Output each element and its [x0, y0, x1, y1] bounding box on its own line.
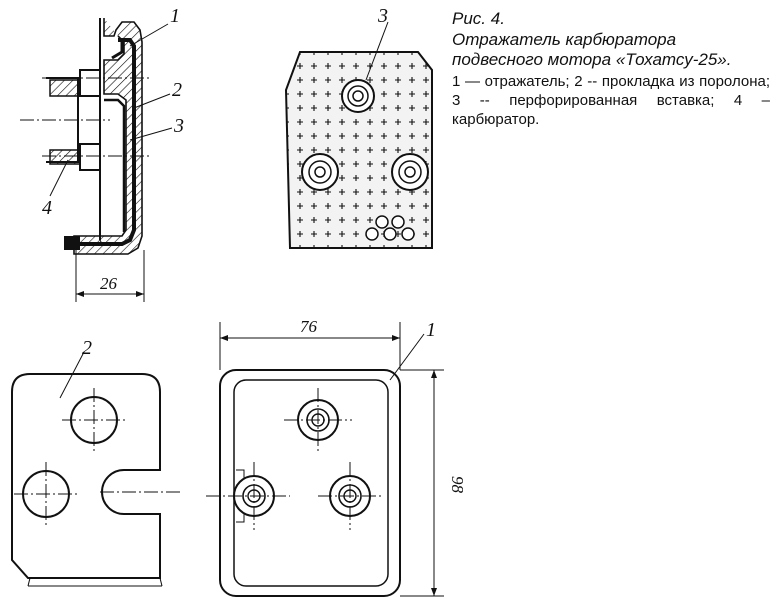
- dimension-width-label: 76: [300, 317, 318, 336]
- callout-1: 1: [170, 5, 180, 27]
- carburetor-section: [46, 18, 103, 245]
- dimension-depth-label: 26: [100, 274, 118, 293]
- dimension-height-label: 98: [448, 476, 467, 494]
- dimension-depth: 26: [75, 250, 145, 302]
- callout-4: 4: [42, 197, 52, 219]
- figure-legend: 1 — отражатель; 2 -- прокладка из пороло…: [452, 73, 770, 128]
- leader-line: [129, 127, 173, 141]
- gasket-section: [64, 18, 143, 255]
- reflector-plan-view: 1 76 98: [206, 317, 467, 597]
- leader-line: [49, 159, 69, 197]
- section-view: 1 2 3 4 26: [20, 5, 184, 302]
- leader-line: [389, 333, 425, 381]
- dimension-width: 76: [219, 317, 401, 370]
- callout-2-gasket: 2: [82, 337, 92, 359]
- perforated-insert-view: 3: [284, 5, 433, 249]
- leader-line: [59, 351, 85, 399]
- dimension-height: 98: [400, 369, 467, 597]
- figure-title: Отражатель карбюратора подвесного мотора…: [452, 30, 732, 69]
- leader-line: [133, 93, 171, 109]
- figure-number: Рис. 4.: [452, 9, 505, 28]
- figure-caption: Рис. 4. Отражатель карбюратора подвесног…: [452, 8, 770, 129]
- callout-3-insert: 3: [377, 5, 388, 27]
- callout-1-reflector: 1: [426, 319, 436, 341]
- callout-2: 2: [172, 79, 182, 101]
- leader-line: [365, 21, 389, 81]
- gasket-plan-view: 2: [11, 337, 180, 587]
- callout-3: 3: [173, 115, 184, 137]
- leader-line: [129, 23, 169, 47]
